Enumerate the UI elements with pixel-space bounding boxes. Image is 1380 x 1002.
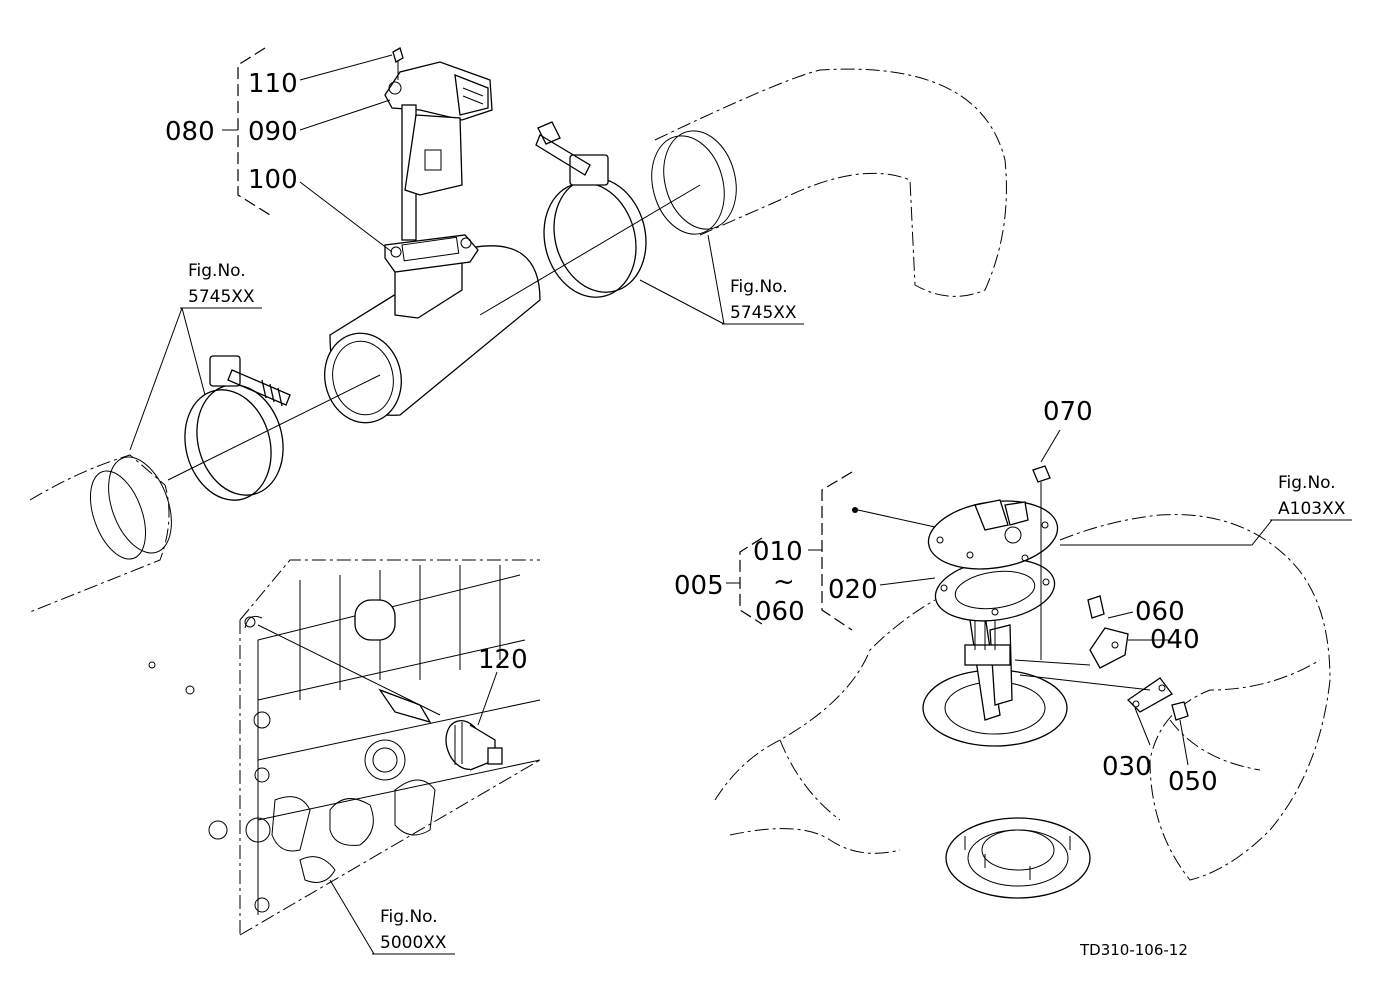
callout-050: 050 xyxy=(1168,767,1218,797)
group-bracket-005 xyxy=(739,537,763,625)
callout-060-range: 060 xyxy=(755,597,805,627)
intake-hose-right xyxy=(651,68,1007,297)
reference-dot xyxy=(852,507,858,513)
drawing-code: TD310-106-12 xyxy=(1079,941,1188,959)
fig-ref-right-hose-number: 5745XX xyxy=(730,303,797,323)
hose-clamp-left xyxy=(184,355,291,501)
intake-hose-left xyxy=(29,454,172,613)
air-flow-sensor xyxy=(384,61,493,241)
fig-ref-tank-number: A103XX xyxy=(1278,499,1346,519)
oil-pressure-switch-120 xyxy=(378,688,503,771)
fig-ref-engine-label: Fig.No. xyxy=(380,907,438,927)
screw-110 xyxy=(392,47,404,80)
gauge-plate-010 xyxy=(927,499,1059,570)
callout-040: 040 xyxy=(1150,625,1200,655)
fig-ref-engine-number: 5000XX xyxy=(380,933,447,953)
nut-050 xyxy=(1171,701,1189,721)
gasket-020 xyxy=(934,558,1056,622)
callout-020: 020 xyxy=(828,575,878,605)
axis-line xyxy=(167,184,701,481)
callout-100: 100 xyxy=(248,165,298,195)
nut-070 xyxy=(1032,465,1051,660)
fuel-tank xyxy=(714,514,1331,881)
callout-060: 060 xyxy=(1135,597,1185,627)
fig-ref-right-hose-label: Fig.No. xyxy=(730,277,788,297)
tank-opening-ring xyxy=(945,817,1091,899)
leader-switch-axis xyxy=(257,624,441,716)
callout-090: 090 xyxy=(248,117,298,147)
callout-010: 010 xyxy=(753,537,803,567)
callout-tilde: ~ xyxy=(773,567,795,597)
bracket-axis-lines xyxy=(1014,659,1151,691)
group-bracket-010-060 xyxy=(821,471,853,631)
callout-080: 080 xyxy=(165,117,215,147)
fig-ref-tank-label: Fig.No. xyxy=(1278,473,1336,493)
bracket-030 xyxy=(1126,677,1173,713)
callout-120: 120 xyxy=(478,645,528,675)
callout-110: 110 xyxy=(248,69,298,99)
bracket-040 xyxy=(1087,595,1129,669)
fig-ref-left-hose-label: Fig.No. xyxy=(188,261,246,281)
engine-block xyxy=(148,559,541,936)
callout-030: 030 xyxy=(1102,752,1152,782)
hose-clamp-right xyxy=(535,121,647,298)
fig-ref-left-hose-number: 5745XX xyxy=(188,287,255,307)
callout-070: 070 xyxy=(1043,397,1093,427)
air-flow-tube xyxy=(324,234,541,424)
callout-005: 005 xyxy=(674,571,724,601)
